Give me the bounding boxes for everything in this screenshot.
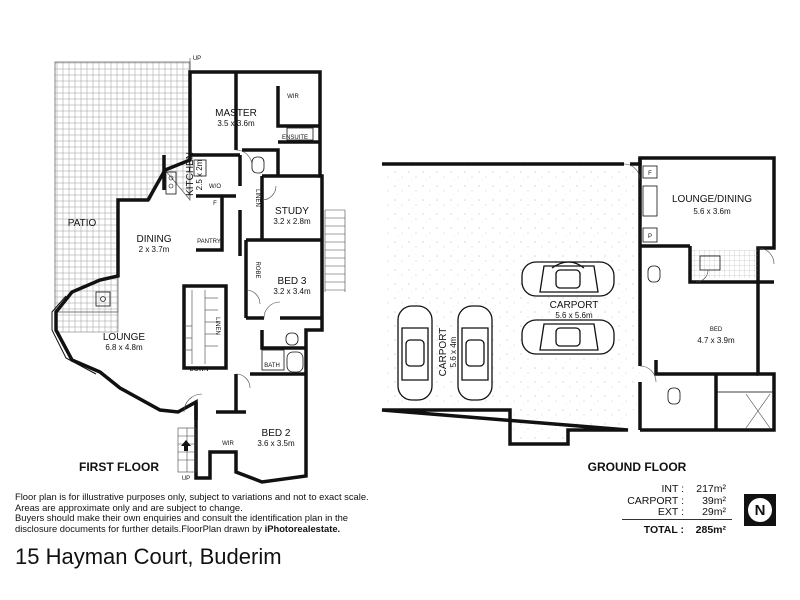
first-floor-stairs	[184, 290, 218, 364]
patio-deck	[54, 61, 191, 313]
kitchen-size: 2.5 x 2m	[195, 159, 204, 190]
area-label: CARPORT :	[627, 494, 684, 507]
disclaimer-text: disclosure documents for further details…	[15, 522, 265, 534]
wir-master-label: WIR	[287, 94, 299, 100]
area-value: 39m²	[702, 494, 726, 507]
carport-main-label: CARPORT	[550, 300, 599, 311]
ground-bed-label: BED	[710, 327, 723, 333]
ground-doors	[623, 163, 775, 383]
stair-down-label: DOWN	[190, 367, 209, 373]
first-floor-plan: MASTER 3.5 x 3.6m WIR ENSUITE KITCHEN 2.…	[51, 56, 346, 484]
bath-label: BATH	[264, 363, 280, 369]
stair-up-bottom-label: UP	[182, 476, 190, 482]
lounge-dining-size: 5.6 x 3.6m	[693, 207, 731, 216]
wir-bed2-label: WIR	[222, 441, 234, 447]
lounge-size: 6.8 x 4.8m	[105, 343, 143, 352]
bed2-size: 3.6 x 3.5m	[257, 439, 295, 448]
master-label: MASTER	[215, 108, 257, 119]
disclaimer: Floor plan is for illustrative purposes …	[15, 491, 415, 535]
first-floor-fixtures	[95, 127, 314, 373]
wo-label: W/O	[209, 184, 221, 190]
lounge-dining-label: LOUNGE/DINING	[672, 194, 752, 205]
area-value: 285m²	[695, 523, 726, 536]
stair-up-top-label: UP	[193, 56, 201, 62]
patio-lower-deck	[54, 311, 119, 333]
ground-kitchen-tiles	[692, 250, 758, 278]
dining-size: 2 x 3.7m	[139, 245, 170, 254]
area-row-total: TOTAL : 285m²	[608, 523, 726, 537]
carport-main-size: 5.6 x 5.6m	[555, 311, 593, 320]
area-label: TOTAL :	[643, 523, 684, 536]
ground-pantry-label: P	[648, 234, 652, 240]
area-value: 217m²	[696, 483, 726, 495]
car-icon	[397, 305, 433, 401]
north-arrow-icon: N	[744, 494, 776, 526]
linen-label-1: LINEN	[254, 189, 260, 207]
bed3-label: BED 3	[278, 276, 307, 287]
bed2-label: BED 2	[262, 428, 291, 439]
ground-floor-plan: F P LOUNGE/DINING 5.6 x 3.6m CARPORT 5.6…	[381, 156, 776, 474]
disclaimer-line: Buyers should make their own enquiries a…	[15, 512, 349, 524]
carport-floor	[382, 164, 640, 444]
bed3-size: 3.2 x 3.4m	[273, 287, 311, 296]
area-label: EXT :	[657, 506, 684, 518]
car-icon	[521, 261, 615, 297]
compass-letter: N	[755, 502, 766, 519]
first-floor-outer-wall	[54, 70, 324, 484]
ground-floor-title: GROUND FLOOR	[588, 460, 687, 474]
pantry-label: PANTRY	[197, 239, 221, 245]
disclaimer-line: disclosure documents for further details…	[15, 522, 415, 535]
exterior-stairs	[324, 209, 346, 292]
area-row-ext: EXT : 29m²	[608, 506, 726, 519]
ensuite-label: ENSUITE	[282, 135, 308, 141]
car-icons	[397, 261, 615, 401]
area-divider	[622, 519, 732, 520]
area-summary: INT : 217m² CARPORT : 39m² EXT : 29m² TO…	[608, 483, 732, 537]
ground-floor-internal-walls	[638, 158, 774, 430]
fridge-label-first: F	[213, 201, 217, 207]
robe-label: ROBE	[254, 261, 260, 278]
kitchen-label: KITCHEN	[185, 152, 196, 196]
dining-label: DINING	[137, 234, 172, 245]
area-label: INT :	[661, 483, 684, 495]
disclaimer-line: Areas are approximate only and are subje…	[15, 501, 243, 513]
study-size: 3.2 x 2.8m	[273, 217, 311, 226]
first-floor-title: FIRST FLOOR	[79, 460, 159, 474]
brand-name: iPhotorealestate.	[264, 522, 341, 534]
patio-label: PATIO	[68, 218, 97, 229]
carport-side-size: 5.6 x 4m	[449, 336, 458, 367]
linen-label-2: LINEN	[214, 317, 220, 335]
first-floor-doors	[183, 149, 281, 413]
study-label: STUDY	[275, 206, 309, 217]
area-value: 29m²	[702, 506, 726, 518]
area-row-int: INT : 217m²	[608, 483, 726, 496]
lounge-label: LOUNGE	[103, 332, 146, 343]
property-address: 15 Hayman Court, Buderim	[15, 544, 282, 569]
car-icon	[457, 305, 493, 401]
first-floor-internal-walls	[162, 72, 322, 420]
area-row-carport: CARPORT : 39m²	[608, 494, 726, 508]
master-size: 3.5 x 3.6m	[217, 119, 255, 128]
ground-bed-size: 4.7 x 3.9m	[697, 336, 735, 345]
car-icon	[521, 319, 615, 355]
ground-fixtures	[642, 165, 721, 405]
ground-fridge-label: F	[648, 171, 652, 177]
disclaimer-line: Floor plan is for illustrative purposes …	[15, 491, 369, 502]
carport-side-label: CARPORT	[438, 328, 449, 377]
